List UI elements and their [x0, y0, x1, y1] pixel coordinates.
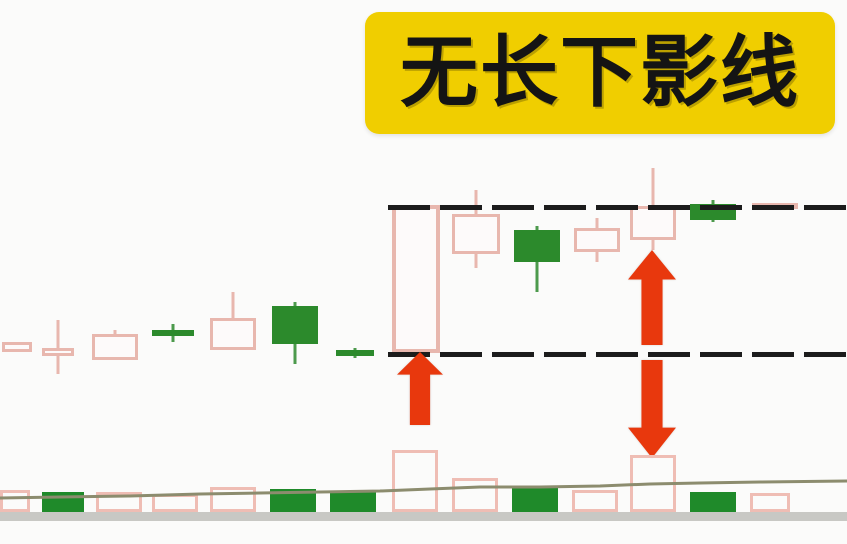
volume-bar [572, 490, 618, 512]
candle-wick [15, 342, 19, 352]
no-lower-shadow-marker [397, 352, 443, 425]
candle-body [392, 205, 440, 353]
candle-wick [353, 348, 357, 358]
volume-bar [392, 450, 438, 512]
candle-wick [711, 200, 715, 222]
candle-body [272, 306, 318, 344]
range-up-marker [628, 250, 676, 345]
volume-bar [512, 487, 558, 512]
candle-body [630, 206, 676, 240]
volume-bar [42, 492, 84, 512]
volume-bar [96, 492, 142, 512]
candle-body [690, 204, 736, 220]
volume-bar [270, 489, 316, 512]
volume-bar [330, 492, 376, 512]
candle-body [336, 350, 374, 356]
candle-wick [414, 205, 418, 353]
candle-wick [56, 320, 60, 374]
candle-wick [231, 292, 235, 350]
candle-body [514, 230, 560, 262]
volume-bar [152, 494, 198, 512]
candle-wick [113, 330, 117, 360]
volume-bar [210, 487, 256, 512]
volume-bar [690, 492, 736, 512]
candle-wick [171, 324, 175, 342]
candle-body [152, 330, 194, 336]
candlestick [92, 0, 138, 544]
candle-body [210, 318, 256, 350]
volume-bar [452, 478, 498, 512]
title-banner: 无长下影线 [365, 12, 835, 134]
candlestick [210, 0, 256, 544]
candle-wick [293, 302, 297, 364]
candle-body [42, 348, 74, 356]
banner-label: 无长下影线 [399, 28, 800, 118]
support-line [388, 352, 847, 357]
candle-wick [651, 168, 655, 250]
resistance-line [388, 205, 847, 210]
candle-wick [535, 226, 539, 292]
candle-wick [474, 190, 478, 268]
candlestick [272, 0, 318, 544]
candle-body [752, 203, 798, 209]
candlestick [42, 0, 74, 544]
candle-body [92, 334, 138, 360]
candle-wick [595, 218, 599, 262]
volume-bar [630, 455, 676, 512]
candle-body [574, 228, 620, 252]
candlestick [2, 0, 32, 544]
candle-body [452, 214, 500, 254]
range-down-marker [628, 360, 676, 458]
candle-body [2, 342, 32, 352]
candle-wick [773, 203, 777, 208]
candlestick [152, 0, 194, 544]
volume-baseline [0, 512, 847, 521]
volume-bar [0, 490, 30, 512]
volume-bar [750, 493, 790, 512]
